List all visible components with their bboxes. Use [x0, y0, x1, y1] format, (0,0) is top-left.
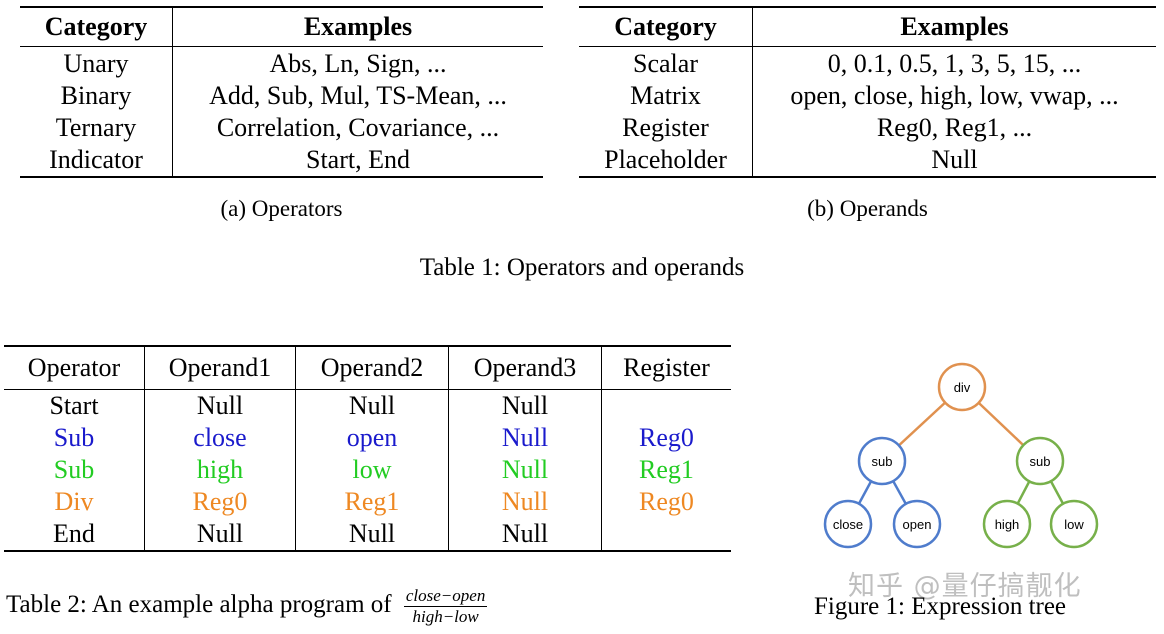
operands-header-category: Category [579, 7, 753, 47]
alpha-header-operand3: Operand3 [448, 346, 602, 390]
alpha-cell: Sub [4, 422, 145, 454]
formula-denominator: high−low [412, 607, 479, 626]
operators-header-examples: Examples [172, 7, 543, 47]
operands-cell: Reg0, Reg1, ... [876, 113, 1033, 142]
node-low-label: low [1064, 517, 1084, 532]
alpha-cell: Reg1 [639, 455, 694, 484]
operators-cell: Binary [20, 80, 173, 112]
alpha-cell: open [295, 422, 449, 454]
operands-caption: (b) Operands [807, 196, 928, 221]
alpha-cell: Reg1 [295, 486, 449, 518]
operands-table-block: Category Examples Scalar 0, 0.1, 0.5, 1,… [579, 6, 1156, 178]
table-row: Ternary Correlation, Covariance, ... [20, 112, 543, 144]
operators-header-category: Category [20, 7, 173, 47]
operands-header-examples: Examples [752, 7, 1156, 47]
alpha-cell: Reg0 [639, 423, 694, 452]
operators-cell: Indicator [20, 144, 173, 177]
table-row: Indicator Start, End [20, 144, 543, 177]
operands-cell: Placeholder [579, 144, 753, 177]
alpha-cell: Sub [4, 454, 145, 486]
operands-cell: open, close, high, low, vwap, ... [790, 81, 1119, 110]
node-low [1049, 499, 1099, 549]
node-div [937, 362, 987, 412]
alpha-cell: Null [295, 518, 449, 551]
alpha-cell: close [144, 422, 296, 454]
operators-cell: Correlation, Covariance, ... [216, 113, 500, 142]
alpha-cell: Div [4, 486, 145, 518]
alpha-header-operand2: Operand2 [295, 346, 449, 390]
node-open-label: open [903, 517, 932, 532]
node-sub-left-label: sub [872, 454, 893, 469]
alpha-cell: End [4, 518, 145, 551]
alpha-cell: Reg0 [144, 486, 296, 518]
alpha-cell: Null [144, 518, 296, 551]
formula-numerator: close−open [403, 586, 488, 607]
alpha-header-operand1: Operand1 [144, 346, 296, 390]
table1-caption: Table 1: Operators and operands [419, 254, 745, 281]
table-row: Binary Add, Sub, Mul, TS-Mean, ... [20, 80, 543, 112]
alpha-cell: Null [448, 389, 602, 422]
node-sub-left [857, 436, 907, 486]
operands-table: Category Examples Scalar 0, 0.1, 0.5, 1,… [579, 6, 1156, 178]
alpha-cell: Null [448, 486, 602, 518]
operators-cell: Start, End [306, 145, 410, 174]
node-div-label: div [954, 380, 971, 395]
node-high [982, 499, 1032, 549]
operators-cell: Ternary [20, 112, 173, 144]
node-high-label: high [995, 517, 1020, 532]
node-sub-right-label: sub [1030, 454, 1051, 469]
table-row: Register Reg0, Reg1, ... [579, 112, 1156, 144]
alpha-program-table: Operator Operand1 Operand2 Operand3 Regi… [4, 345, 731, 552]
expression-tree: div sub sub close open high low [823, 362, 1099, 549]
alpha-cell [602, 518, 732, 551]
alpha-cell: Reg0 [639, 487, 694, 516]
table-row: Sub high low Null Reg1 [4, 454, 731, 486]
operators-table: Category Examples Unary Abs, Ln, Sign, .… [20, 6, 543, 178]
table-row: Scalar 0, 0.1, 0.5, 1, 3, 5, 15, ... [579, 46, 1156, 80]
table-row: Sub close open Null Reg0 [4, 422, 731, 454]
node-open [892, 499, 942, 549]
table-row: Placeholder Null [579, 144, 1156, 177]
node-close [823, 499, 873, 549]
alpha-cell: Null [144, 389, 296, 422]
alpha-cell: Null [295, 389, 449, 422]
alpha-header-register: Register [601, 346, 731, 390]
operands-cell: Register [579, 112, 753, 144]
alpha-cell: low [295, 454, 449, 486]
alpha-cell: Start [4, 389, 145, 422]
operands-cell: Scalar [579, 46, 753, 80]
node-sub-right [1015, 436, 1065, 486]
node-close-label: close [833, 517, 863, 532]
figure1-caption: Figure 1: Expression tree [814, 593, 1067, 620]
table-row: Unary Abs, Ln, Sign, ... [20, 46, 543, 80]
operands-cell: 0, 0.1, 0.5, 1, 3, 5, 15, ... [827, 49, 1082, 78]
operands-cell: Null [931, 145, 978, 174]
alpha-cell: high [144, 454, 296, 486]
alpha-cell: Null [448, 518, 602, 551]
alpha-cell: Null [448, 422, 602, 454]
watermark: 知乎 @量仔搞靓化 [848, 571, 1082, 602]
alpha-cell [602, 390, 732, 423]
operators-cell: Add, Sub, Mul, TS-Mean, ... [209, 81, 507, 110]
alpha-formula: close−open high−low [403, 586, 488, 627]
table-row: Matrix open, close, high, low, vwap, ... [579, 80, 1156, 112]
operators-cell: Unary [20, 46, 173, 80]
table2-caption: Table 2: An example alpha program of clo… [6, 586, 488, 627]
operators-cell: Abs, Ln, Sign, ... [269, 49, 447, 78]
alpha-program-table-block: Operator Operand1 Operand2 Operand3 Regi… [4, 345, 731, 552]
table-row: Start Null Null Null [4, 389, 732, 423]
alpha-header-operator: Operator [4, 346, 145, 390]
table-row: End Null Null Null [4, 518, 731, 551]
operators-caption: (a) Operators [220, 196, 343, 221]
table2-caption-text: Table 2: An example alpha program of [6, 591, 392, 619]
alpha-cell: Null [448, 454, 602, 486]
operands-cell: Matrix [579, 80, 753, 112]
table-row: Div Reg0 Reg1 Null Reg0 [4, 486, 731, 518]
operators-table-block: Category Examples Unary Abs, Ln, Sign, .… [20, 6, 543, 178]
